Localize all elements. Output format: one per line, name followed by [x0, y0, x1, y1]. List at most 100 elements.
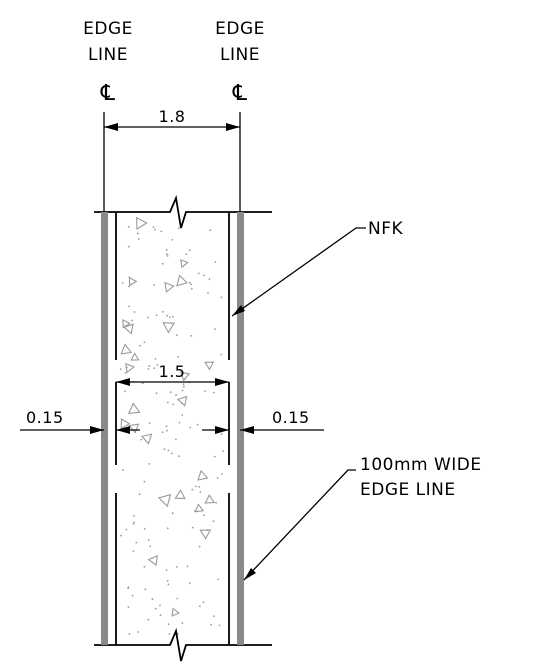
aggregate-dot	[167, 449, 170, 452]
aggregate-dot	[133, 311, 136, 313]
aggregate-dot	[213, 391, 215, 394]
aggregate-dot	[133, 521, 136, 523]
aggregate-dot	[152, 226, 155, 229]
aggregate-dot	[165, 425, 168, 428]
overall-width-dimension	[103, 112, 241, 212]
aggregate-dot	[178, 421, 181, 424]
aggregate-triangle	[174, 489, 186, 500]
aggregate-dot	[175, 394, 177, 396]
inner-width-dimension	[116, 378, 229, 386]
break-line-top	[94, 194, 272, 229]
aggregate-triangle	[147, 555, 158, 567]
aggregate-dot	[195, 485, 197, 488]
aggregate-dot	[176, 597, 179, 600]
left-offset-value: 0.15	[26, 408, 64, 427]
aggregate-dot	[212, 520, 215, 523]
aggregate-dot	[190, 283, 193, 286]
aggregate-dot	[119, 368, 122, 370]
aggregate-dot	[181, 389, 184, 392]
aggregate-triangle	[128, 423, 140, 434]
aggregate-dot	[140, 438, 143, 441]
aggregate-dot	[137, 238, 140, 240]
aggregate-dot	[159, 614, 162, 617]
aggregate-dot	[121, 282, 124, 284]
aggregate-dot	[214, 261, 217, 263]
edge-line-left-line2: LINE	[88, 45, 128, 65]
arrowhead-right	[226, 123, 240, 131]
aggregate-dot	[138, 493, 141, 496]
aggregate-dot	[167, 623, 170, 626]
edge-line-right-line1: EDGE	[215, 19, 265, 39]
aggregate-triangle	[194, 503, 205, 513]
aggregate-dot	[182, 383, 185, 385]
left-offset-arrow-inner	[116, 426, 130, 434]
aggregate-dot	[143, 527, 146, 530]
aggregate-dot	[220, 433, 223, 435]
aggregate-dot	[196, 423, 199, 426]
break-line-bottom	[94, 627, 272, 662]
aggregate-dot	[191, 488, 194, 491]
aggregate-dot	[189, 426, 192, 429]
aggregate-dot	[154, 228, 156, 231]
aggregate-dot	[127, 606, 130, 608]
aggregate-triangle	[162, 322, 176, 334]
aggregate-dot	[166, 579, 169, 582]
aggregate-dot	[151, 598, 154, 601]
aggregate-triangle	[176, 395, 188, 407]
aggregate-dot	[166, 314, 169, 317]
aggregate-triangle	[122, 318, 131, 329]
aggregate-triangle	[197, 469, 209, 481]
aggregate-dot	[156, 364, 159, 366]
aggregate-dot	[213, 615, 215, 618]
aggregate-dot	[165, 248, 168, 251]
aggregate-dot	[198, 486, 201, 488]
aggregate-dot	[155, 314, 158, 317]
aggregate-triangle	[128, 276, 138, 287]
aggregate-triangle	[171, 607, 180, 617]
aggregate-triangle	[123, 323, 134, 335]
aggregate-triangle	[127, 402, 141, 415]
aggregate-dot	[132, 550, 135, 552]
aggregate-dot	[197, 272, 200, 275]
aggregate-dot	[153, 367, 156, 369]
aggregate-triangle	[120, 343, 133, 355]
arrowhead-left	[104, 123, 118, 131]
aggregate-dot	[214, 328, 216, 330]
edge-line-band-right	[237, 212, 244, 645]
aggregate-dot	[177, 355, 179, 358]
aggregate-dot	[198, 545, 201, 548]
aggregate-triangle	[180, 371, 191, 382]
aggregate-dot	[171, 239, 174, 241]
aggregate-dot	[128, 633, 131, 635]
aggregate-dot	[178, 455, 180, 458]
aggregate-dot	[144, 588, 147, 591]
aggregate-dot	[176, 566, 178, 568]
aggregate-dot	[169, 316, 171, 318]
aggregate-dot	[163, 448, 166, 450]
aggregate-dot	[191, 526, 194, 529]
aggregate-dot	[213, 455, 216, 458]
aggregate-dot	[171, 315, 174, 318]
aggregate-triangle	[130, 352, 140, 361]
aggregate-dot	[171, 512, 174, 515]
aggregate-dot	[186, 565, 189, 568]
aggregate-dot	[165, 375, 168, 378]
right-offset-value: 0.15	[272, 408, 310, 427]
aggregate-dot	[176, 334, 178, 337]
aggregate-dot	[209, 229, 212, 232]
overall-width-value: 1.8	[159, 107, 186, 126]
aggregate-dot	[181, 622, 184, 625]
aggregate-triangle	[140, 433, 153, 445]
aggregate-dot	[125, 528, 128, 531]
arrowhead-inner-left	[116, 378, 130, 386]
aggregate-triangle	[157, 493, 172, 508]
aggregate-triangle	[120, 418, 131, 430]
aggregate-dot	[188, 281, 191, 284]
aggregate-dot	[154, 358, 157, 360]
edge-line-note-line2: EDGE LINE	[360, 480, 456, 500]
aggregate-dot	[221, 473, 223, 475]
aggregate-dot	[216, 477, 219, 479]
aggregate-dot	[218, 624, 221, 627]
aggregate-dot	[181, 414, 184, 416]
